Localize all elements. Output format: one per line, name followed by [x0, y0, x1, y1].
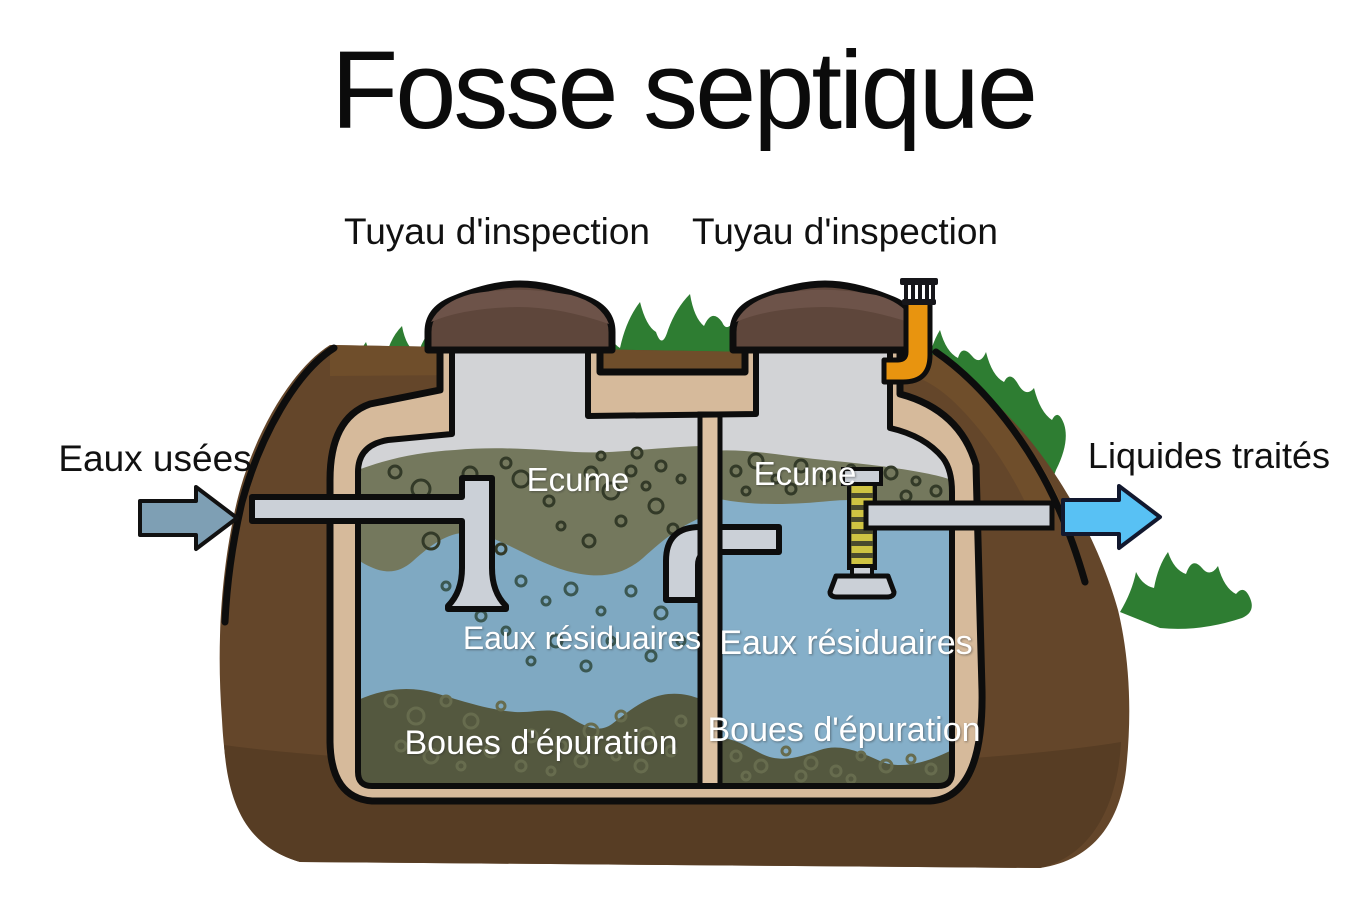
- cap-left-highlight: [431, 289, 609, 324]
- sludge-layer-right: [700, 737, 952, 786]
- label-inspection-pipe-right: Tuyau d'inspection: [692, 211, 998, 252]
- outlet-pipe: [863, 500, 1055, 531]
- sludge-layer-left: [358, 688, 700, 786]
- mound-topsoil-strip: [330, 345, 1062, 522]
- riser-cap-left: [424, 280, 616, 354]
- water-layer-right: [700, 494, 952, 786]
- page-title: Fosse septique: [331, 29, 1035, 152]
- tank-interior-outline: [355, 302, 955, 789]
- vent-cap-icon: [900, 278, 938, 305]
- label-inspection-pipe-left: Tuyau d'inspection: [344, 211, 650, 252]
- mound-edge-outline-left: [221, 344, 338, 626]
- grass-tuft-far-right: [1120, 552, 1252, 629]
- vent-pipe-body: [881, 299, 933, 385]
- cap-right-highlight: [736, 289, 914, 324]
- label-sludge-right: Boues d'épuration: [707, 711, 980, 749]
- inflow-arrow: [138, 485, 239, 551]
- filter-stripes: [851, 486, 873, 565]
- label-scum-left: Ecume: [527, 461, 630, 498]
- vent-pipe: [881, 278, 938, 385]
- outflow-arrow: [1061, 484, 1162, 550]
- label-sludge-left: Boues d'épuration: [404, 724, 677, 762]
- mound-edge-outline-right: [932, 348, 1089, 586]
- bubbles-sludge-left: [383, 693, 688, 777]
- label-water-left: Eaux résiduaires: [463, 620, 701, 656]
- label-water-right: Eaux résiduaires: [719, 624, 972, 662]
- label-scum-right: Ecume: [754, 455, 857, 492]
- label-inflow: Eaux usées: [58, 438, 251, 479]
- outlet-filter: [827, 467, 897, 600]
- filter-base: [827, 573, 897, 600]
- inlet-pipe: [249, 475, 509, 612]
- label-outflow: Liquides traités: [1088, 435, 1330, 476]
- riser-cap-right: [729, 280, 921, 354]
- filter-cap: [841, 467, 883, 486]
